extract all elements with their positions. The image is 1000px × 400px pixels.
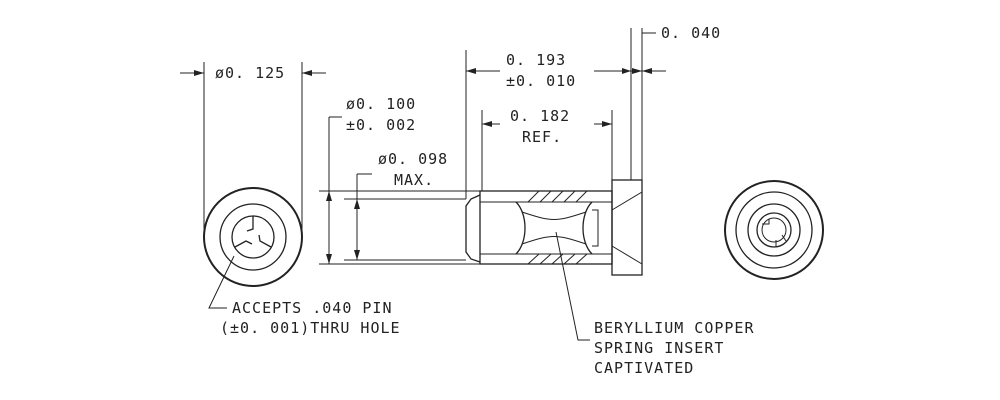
- side-view: [319, 28, 666, 341]
- dim-ref: REF.: [522, 128, 562, 146]
- left-end-view: [180, 62, 326, 309]
- note-insert-line2: SPRING INSERT: [594, 339, 724, 357]
- dim-tol-0010: ±0. 010: [506, 72, 576, 90]
- dim-len-0040: 0. 040: [661, 24, 721, 42]
- dim-len-0193: 0. 193: [506, 51, 566, 69]
- note-insert-line3: CAPTIVATED: [594, 359, 694, 377]
- dim-tol-0002: ±0. 002: [346, 116, 416, 134]
- dim-len-0182: 0. 182: [510, 107, 570, 125]
- right-end-view: [724, 180, 824, 280]
- dim-dia-0125: ø0. 125: [215, 64, 285, 82]
- dim-dia-0098: ø0. 098: [378, 150, 448, 168]
- note-pin-line1: ACCEPTS .040 PIN: [232, 299, 393, 317]
- note-insert-line1: BERYLLIUM COPPER: [594, 319, 755, 337]
- note-pin-line2: (±0. 001)THRU HOLE: [220, 319, 401, 337]
- dim-dia-0100: ø0. 100: [346, 95, 416, 113]
- dim-max: MAX.: [394, 171, 434, 189]
